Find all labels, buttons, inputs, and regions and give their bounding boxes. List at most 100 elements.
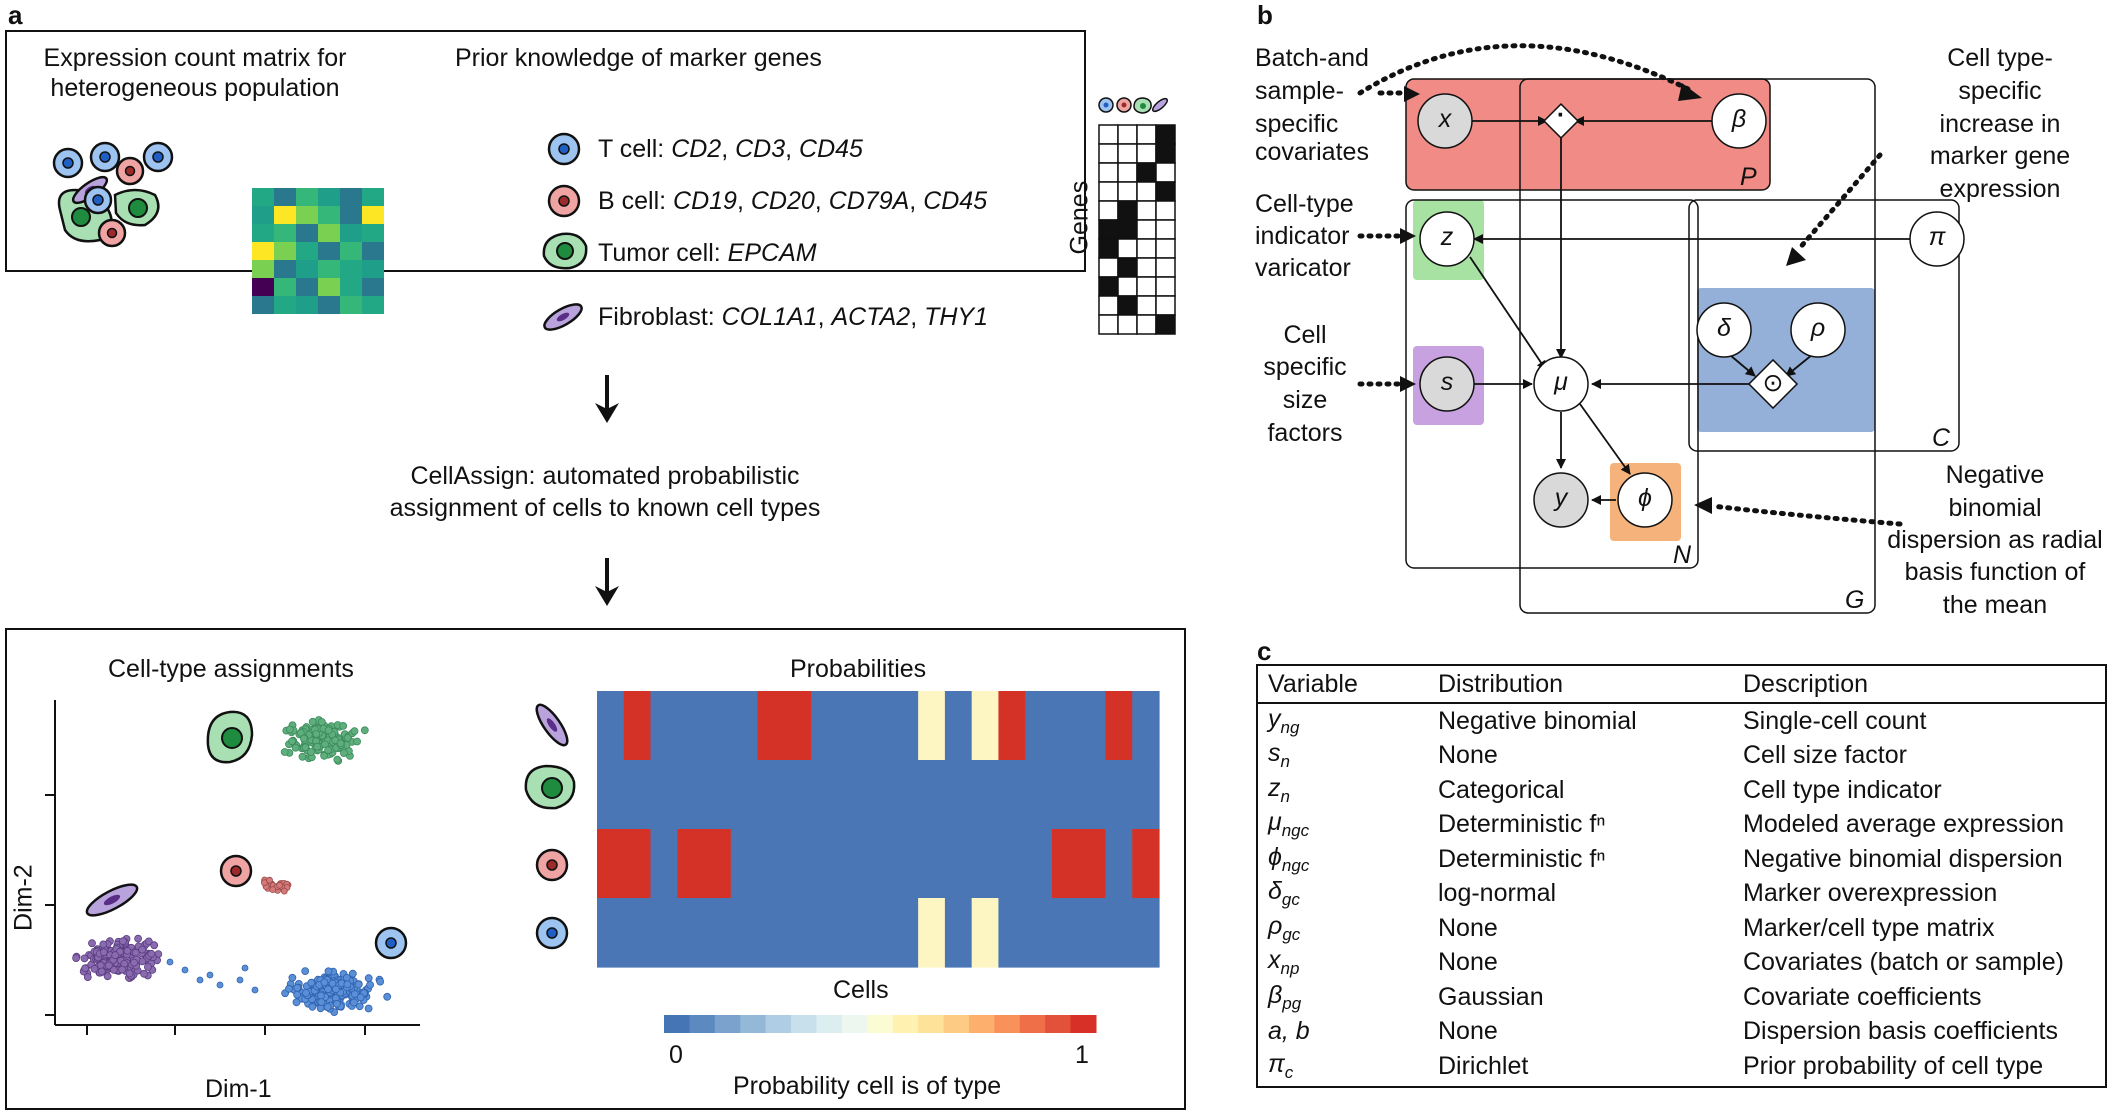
scatter-point [324, 746, 333, 754]
heatmap-cell [944, 829, 973, 899]
node-s: s [1440, 368, 1454, 396]
dispersion-line-2: binomial [1948, 494, 2042, 522]
x-axis-label: Dim-1 [205, 1075, 272, 1103]
colorbar-swatch [994, 1015, 1021, 1033]
expr-cell [296, 260, 318, 278]
scatter-point [376, 977, 385, 986]
marker-cell [1098, 276, 1119, 297]
cell-population-illustration [52, 141, 174, 248]
tsne-scatter [45, 700, 420, 1035]
scatter-point [350, 727, 359, 736]
desc-cell: Dispersion basis coefficients [1743, 1017, 2058, 1046]
increase-line-3: increase in [1939, 110, 2061, 138]
marker-cell [1098, 219, 1119, 240]
marker-cell [1155, 181, 1176, 202]
scatter-point [90, 964, 99, 973]
heatmap-row-icons [524, 703, 576, 950]
var-symbol: δ [1268, 877, 1282, 906]
marker-cell [1098, 257, 1119, 278]
node-odot: ⊙ [1762, 369, 1784, 397]
panel-a-top-box [5, 30, 1086, 272]
heatmap-cell [1051, 829, 1080, 899]
scatter-point [293, 990, 302, 999]
expr-cell [340, 296, 362, 314]
panel-c-letter: c [1257, 636, 1272, 666]
dist-cell: None [1438, 948, 1498, 977]
colorbar-label: Probability cell is of type [733, 1072, 1002, 1100]
marker-gene-matrix [1098, 124, 1176, 335]
var-symbol: z [1268, 773, 1281, 802]
indicator-line-3: varicator [1255, 254, 1351, 282]
marker-cell [1136, 200, 1157, 221]
heatmap-cell [650, 760, 678, 830]
scatter-point [251, 986, 259, 994]
scatter-point [307, 978, 316, 987]
expr-cell [252, 278, 274, 296]
marker-cell [1155, 124, 1176, 145]
dist-cell: log-normal [1438, 879, 1557, 908]
expr-cell [318, 278, 340, 296]
heatmap-cell [811, 898, 839, 968]
arrow-down-2 [595, 558, 619, 606]
colorbar-swatch [689, 1015, 716, 1033]
var-cell: yng [1258, 703, 1388, 739]
var-symbol: y [1268, 704, 1281, 733]
scatter-point [364, 974, 373, 983]
increase-line-5: expression [1939, 175, 2061, 203]
y-axis-label: Dim-2 [9, 864, 38, 931]
scatter-point [336, 739, 345, 748]
heatmap-cell [1078, 691, 1107, 761]
expr-cell [274, 296, 296, 314]
heatmap-cell [891, 829, 919, 899]
heatmap-cell [650, 898, 678, 968]
colorbar-min: 0 [669, 1041, 683, 1069]
scatter-point [280, 748, 289, 756]
heatmap-cell [1025, 898, 1053, 968]
scatter-point [339, 721, 348, 730]
heatmap-cell [864, 898, 892, 968]
expr-cell [274, 188, 296, 206]
heatmap-cell [704, 829, 732, 899]
marker-cell [1117, 200, 1138, 221]
marker-cell [1136, 276, 1157, 297]
heatmap-cell [1078, 829, 1107, 899]
scatter-point [350, 990, 359, 999]
heatmap-cell [1051, 760, 1080, 830]
heatmap-cell [623, 760, 652, 830]
var-cell: μngc [1258, 808, 1388, 843]
var-subscript: n [1280, 752, 1290, 772]
b-cell-label: B cell: CD19, CD20, CD79A, CD45 [598, 187, 988, 215]
heatmap-cell [730, 760, 759, 830]
col-variable: Variable [1258, 666, 1388, 704]
marker-cell [1155, 219, 1176, 240]
colorbar-swatch [664, 1015, 690, 1033]
var-symbol: π [1268, 1049, 1285, 1078]
heatmap-cell [597, 898, 625, 968]
var-subscript: ng [1280, 717, 1300, 737]
colorbar-swatch [918, 1015, 945, 1033]
tumor-cell-icon [542, 232, 588, 270]
marker-cell [1136, 314, 1157, 335]
scatter-point [144, 963, 152, 971]
desc-cell: Covariates (batch or sample) [1743, 948, 2064, 977]
cells-label: Cells [833, 976, 889, 1004]
heatmap-cell [757, 898, 785, 968]
heatmap-cell [1025, 760, 1053, 830]
prior-title: Prior knowledge of marker genes [455, 44, 822, 72]
var-cell: a, b [1258, 1015, 1388, 1050]
heatmap-cell [784, 829, 812, 899]
node-phi: ϕ [1638, 484, 1652, 512]
desc-cell: Single-cell count [1743, 706, 1927, 735]
marker-cell [1136, 238, 1157, 259]
col-distribution: Distribution [1388, 666, 1703, 704]
heatmap-cell [918, 829, 946, 899]
marker-cell [1155, 143, 1176, 164]
scatter-point [83, 973, 92, 982]
scatter-point [147, 949, 156, 958]
desc-cell: Modeled average expression [1743, 810, 2065, 839]
expr-cell [362, 260, 384, 278]
expr-cell [274, 278, 296, 296]
